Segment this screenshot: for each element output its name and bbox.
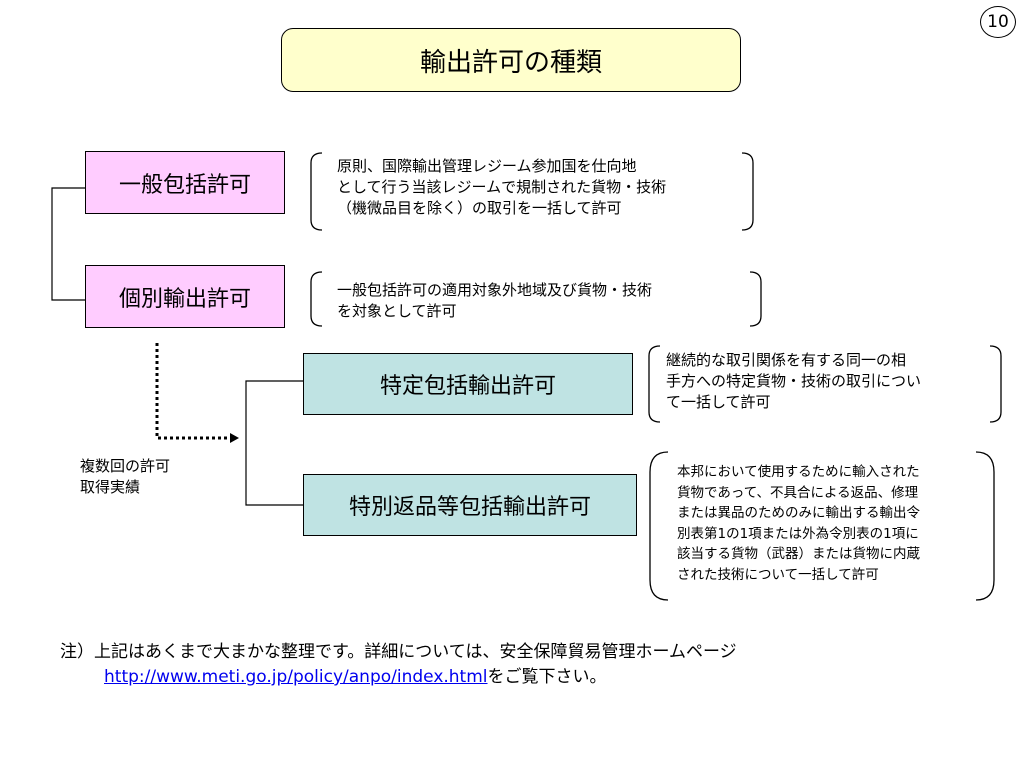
- special-return-permit-box: 特別返品等包括輸出許可: [303, 474, 637, 536]
- general-permit-box: 一般包括許可: [85, 151, 285, 214]
- footnote: 注）上記はあくまで大まかな整理です。詳細については、安全保障貿易管理ホームページ…: [60, 642, 737, 687]
- right-bracket-line: [245, 380, 303, 506]
- desc-individual: 一般包括許可の適用対象外地域及び貨物・技術 を対象として許可: [337, 281, 653, 320]
- page-title: 輸出許可の種類: [419, 47, 602, 78]
- desc-individual-open-bracket: [310, 271, 323, 327]
- page-number: 10: [980, 6, 1016, 38]
- desc-specific-open-bracket: [648, 345, 661, 423]
- desc-special-return-open-bracket: [649, 451, 669, 601]
- dotted-arrow-head: [230, 433, 239, 443]
- dotted-arrow-line: [155, 343, 230, 440]
- side-label: 複数回の許可 取得実績: [80, 457, 171, 496]
- desc-specific: 継続的な取引関係を有する同一の相 手方への特定貨物・技術の取引につい て一括して…: [666, 351, 922, 411]
- desc-general: 原則、国際輸出管理レジーム参加国を仕向地 として行う当該レジームで規制された貨物…: [337, 157, 667, 217]
- specific-permit-box: 特定包括輸出許可: [303, 353, 633, 415]
- individual-permit-box: 個別輸出許可: [85, 265, 285, 328]
- title-box: 輸出許可の種類: [281, 28, 741, 92]
- desc-special-return: 本邦において使用するために輸入された 貨物であって、不具合による返品、修理 また…: [677, 464, 920, 583]
- anpo-homepage-link[interactable]: http://www.meti.go.jp/policy/anpo/index.…: [104, 667, 488, 687]
- left-bracket-line: [51, 187, 85, 301]
- desc-general-open-bracket: [310, 152, 323, 231]
